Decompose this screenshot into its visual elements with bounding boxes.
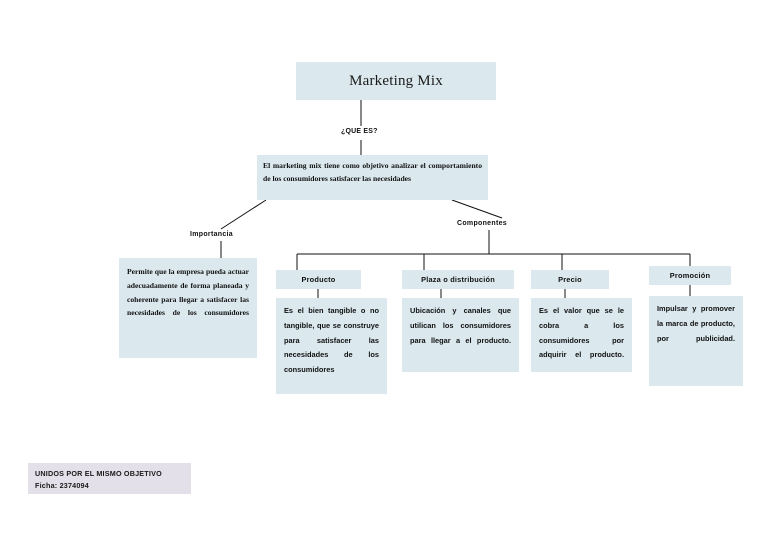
edge-label-componentes: Componentes <box>457 220 507 227</box>
node-body-promocion[interactable]: Impulsar y promover la marca de producto… <box>649 296 743 386</box>
node-definition[interactable]: El marketing mix tiene como objetivo ana… <box>257 155 488 200</box>
edge-label-importancia: Importancia <box>190 231 233 238</box>
footer-line-ficha: Ficha: 2374094 <box>35 480 89 490</box>
node-header-plaza-o-distribucion[interactable]: Plaza o distribución <box>402 270 514 289</box>
node-body-plaza-o-distribucion[interactable]: Ubicación y canales que utilican los con… <box>402 298 519 372</box>
footer-badge: UNIDOS POR EL MISMO OBJETIVO Ficha: 2374… <box>28 463 191 494</box>
footer-line-objective: UNIDOS POR EL MISMO OBJETIVO <box>35 469 162 478</box>
node-marketing-mix-title[interactable]: Marketing Mix <box>296 62 496 100</box>
node-header-promocion[interactable]: Promoción <box>649 266 731 285</box>
node-importancia-body[interactable]: Permite que la empresa pueda actuar adec… <box>119 258 257 358</box>
edge-label-que-es: ¿QUE ES? <box>341 128 378 135</box>
node-body-precio[interactable]: Es el valor que se le cobra a los consum… <box>531 298 632 372</box>
node-header-producto[interactable]: Producto <box>276 270 361 289</box>
node-body-producto[interactable]: Es el bien tangible o no tangible, que s… <box>276 298 387 394</box>
node-header-precio[interactable]: Precio <box>531 270 609 289</box>
